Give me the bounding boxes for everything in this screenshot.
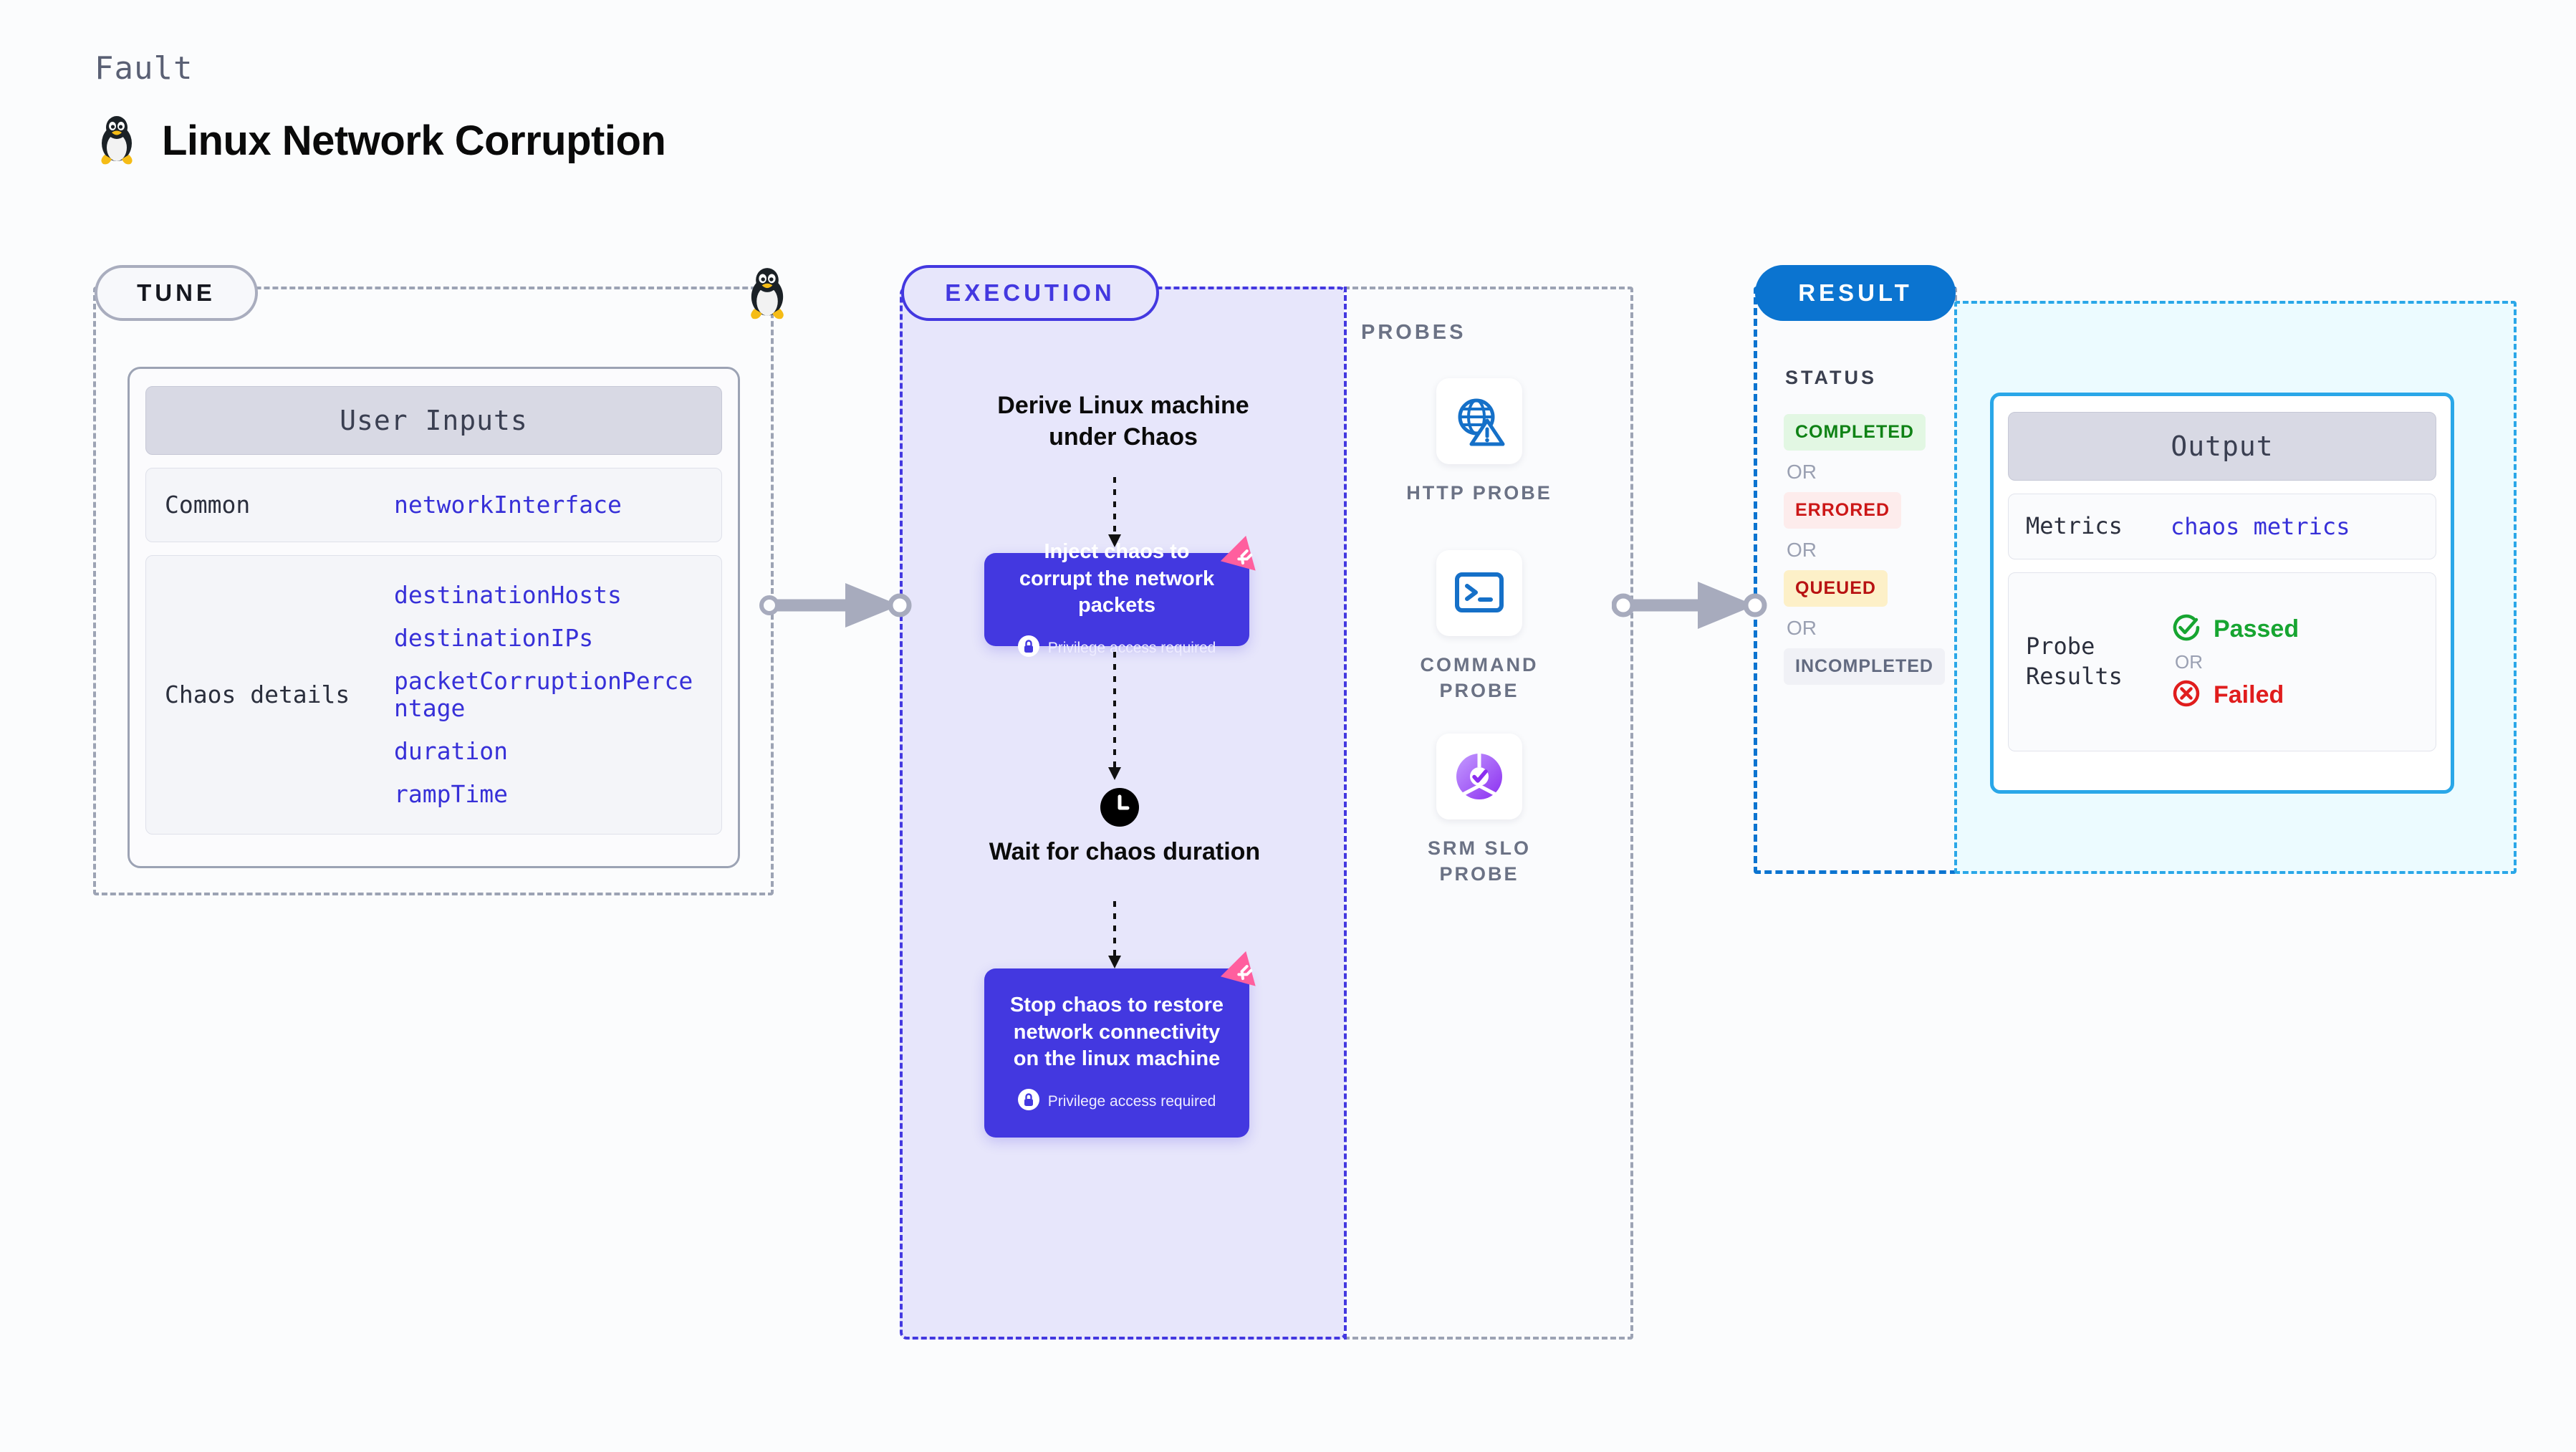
output-row-probe-results: Probe Results Passed OR <box>2008 572 2436 751</box>
status-section-label: STATUS <box>1785 367 1877 388</box>
input-param[interactable]: rampTime <box>394 779 508 808</box>
output-row-label: Probe Results <box>2026 633 2123 690</box>
probe-label: SRM SLO PROBE <box>1427 837 1531 885</box>
status-badge-completed: COMPLETED <box>1784 414 1926 451</box>
privilege-notice: Privilege access required <box>1017 635 1216 660</box>
execution-card-stop-chaos[interactable]: Stop chaos to restore network connectivi… <box>984 951 1256 1138</box>
cross-circle-icon <box>2171 678 2202 713</box>
output-row-metrics: Metrics chaos metrics <box>2008 494 2436 559</box>
chaos-badge-icon <box>1220 951 1265 999</box>
chaos-badge-icon <box>1220 535 1265 584</box>
flow-arrow-down <box>1108 652 1121 780</box>
page-title-text: Linux Network Corruption <box>162 117 666 164</box>
user-inputs-card: User Inputs Common networkInterface Chao… <box>128 367 740 868</box>
execution-step-title: Derive Linux machine under Chaos <box>997 392 1249 451</box>
privilege-text: Privilege access required <box>1047 639 1216 656</box>
probe-item-http[interactable]: HTTP PROBE <box>1390 378 1569 506</box>
status-badge-queued: QUEUED <box>1784 570 1888 607</box>
probe-result-passed-label: Passed <box>2214 615 2299 643</box>
input-param[interactable]: duration <box>394 736 508 765</box>
probe-result-values: Passed OR Failed <box>2171 612 2299 713</box>
input-param[interactable]: destinationHosts <box>394 581 622 610</box>
input-row-label: Common <box>165 491 251 519</box>
execution-region-right-edge <box>1344 287 1347 1340</box>
connector-execution-to-result <box>1612 582 1767 629</box>
linux-tux-penguin-icon <box>95 115 139 166</box>
input-row-values: destinationHosts destinationIPs packetCo… <box>394 582 702 808</box>
probe-result-failed: Failed <box>2171 678 2299 713</box>
privilege-text: Privilege access required <box>1047 1092 1216 1110</box>
fault-kicker: Fault <box>95 50 193 87</box>
execution-card-text: Stop chaos to restore network connectivi… <box>1009 993 1224 1071</box>
input-param[interactable]: packetCorruptionPercentage <box>394 667 693 722</box>
status-badge-errored: ERRORED <box>1784 492 1902 529</box>
output-card-title: Output <box>2008 412 2436 481</box>
output-metrics-value[interactable]: chaos metrics <box>2171 513 2350 540</box>
globe-warning-icon <box>1436 378 1522 464</box>
lock-icon <box>1017 1089 1039 1114</box>
probe-item-srm-slo[interactable]: SRM SLO PROBE <box>1390 734 1569 888</box>
input-row-values: networkInterface <box>394 491 622 519</box>
execution-card-text: Inject chaos to corrupt the network pack… <box>1019 539 1215 617</box>
flow-arrow-down <box>1108 477 1121 547</box>
input-row-common: Common networkInterface <box>145 468 722 542</box>
probe-label: HTTP PROBE <box>1406 482 1552 504</box>
probe-result-passed: Passed <box>2171 612 2299 647</box>
input-row-chaos-details: Chaos details destinationHosts destinati… <box>145 555 722 835</box>
input-param[interactable]: networkInterface <box>394 491 622 519</box>
flow-arrow-down <box>1108 901 1121 968</box>
stage-pill-result[interactable]: RESULT <box>1755 265 1956 321</box>
status-badge-list: COMPLETED OR ERRORED OR QUEUED OR INCOMP… <box>1784 414 1948 689</box>
lock-icon <box>1017 635 1039 660</box>
probe-label: COMMAND PROBE <box>1420 654 1539 702</box>
slo-donut-check-icon <box>1436 734 1522 819</box>
check-circle-icon <box>2171 612 2202 647</box>
status-badge-incompleted: INCOMPLETED <box>1784 648 1945 685</box>
probe-item-command[interactable]: COMMAND PROBE <box>1390 550 1569 704</box>
execution-card-inject-chaos[interactable]: Inject chaos to corrupt the network pack… <box>984 535 1256 658</box>
input-row-label: Chaos details <box>165 681 350 709</box>
output-row-label: Metrics <box>2026 512 2123 540</box>
status-or-separator: OR <box>1787 461 1817 483</box>
stage-pill-execution[interactable]: EXECUTION <box>901 265 1159 321</box>
privilege-notice: Privilege access required <box>1017 1089 1216 1114</box>
probe-result-failed-label: Failed <box>2214 681 2284 708</box>
execution-step-title-wait: Wait for chaos duration <box>989 838 1261 865</box>
stage-pill-tune[interactable]: TUNE <box>95 265 258 321</box>
input-param[interactable]: destinationIPs <box>394 624 594 653</box>
terminal-icon <box>1436 550 1522 636</box>
output-card: Output Metrics chaos metrics Probe Resul… <box>1990 393 2454 794</box>
status-or-separator: OR <box>1787 539 1817 561</box>
probes-section-label: PROBES <box>1361 321 1466 344</box>
linux-tux-penguin-icon <box>744 266 791 324</box>
status-or-separator: OR <box>1787 617 1817 639</box>
connector-tune-to-execution <box>759 583 912 628</box>
probe-result-or-separator: OR <box>2175 650 2203 673</box>
page-title: Linux Network Corruption <box>95 115 666 166</box>
user-inputs-title: User Inputs <box>145 386 722 455</box>
clock-icon <box>1100 788 1139 830</box>
